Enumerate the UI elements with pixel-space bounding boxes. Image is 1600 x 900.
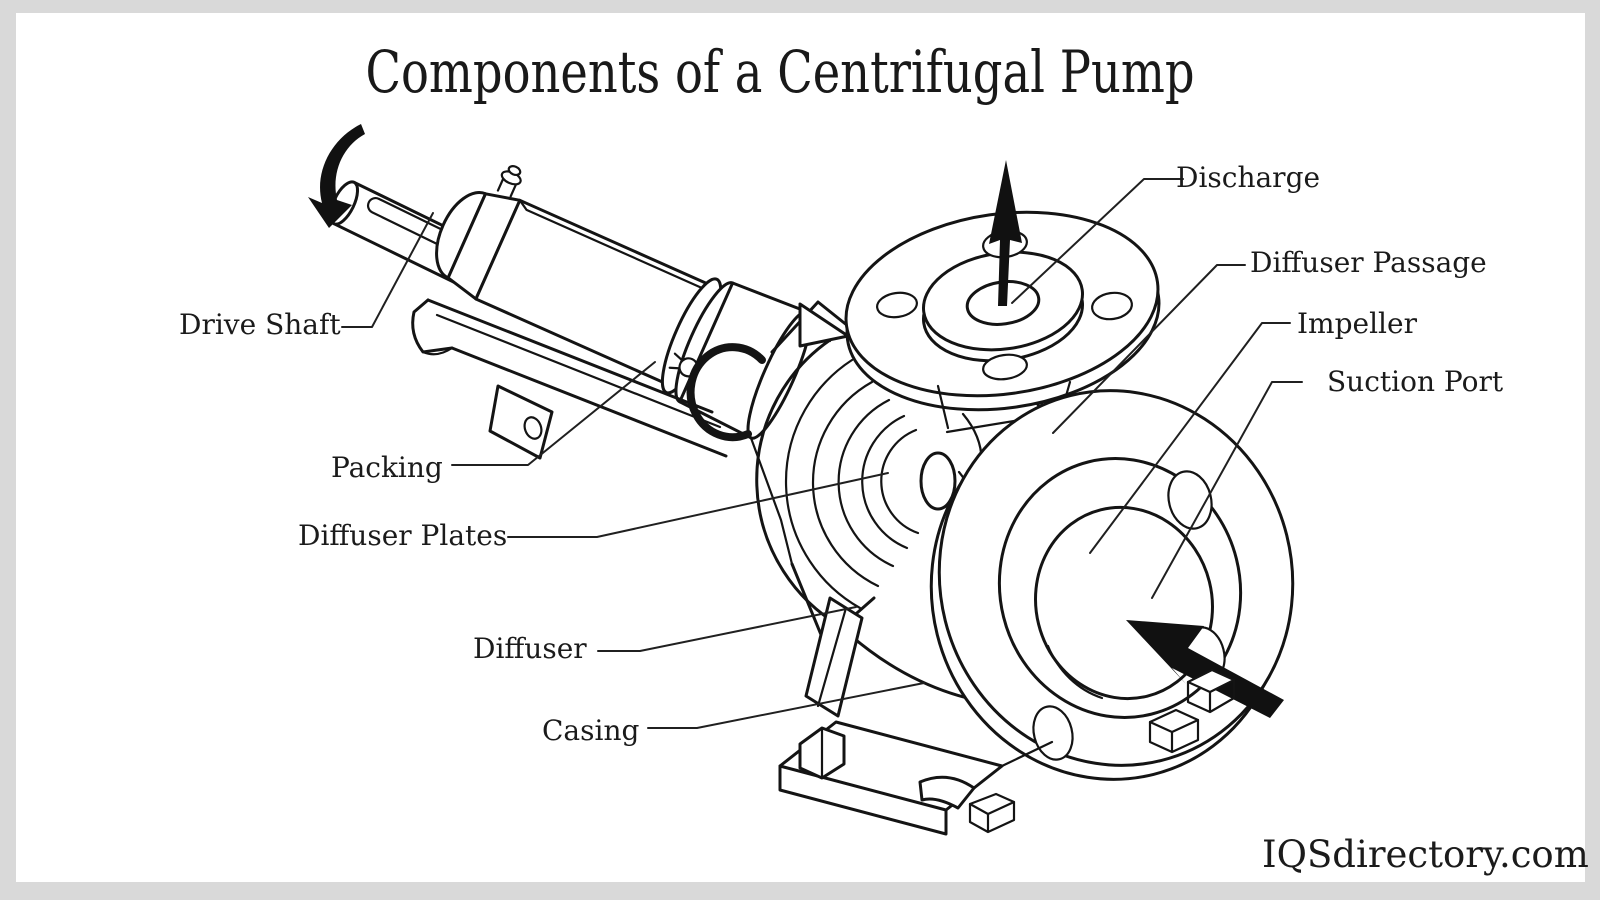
leader-packing (451, 361, 656, 466)
watermark: IQSdirectory.com (1262, 833, 1589, 876)
leader-diffuser-passage (1052, 264, 1246, 434)
discharge-arrow-icon (989, 160, 1022, 306)
rotation-arrow-icon (308, 124, 365, 228)
bracket-foot (488, 384, 554, 460)
support-bracket (411, 298, 728, 460)
label-diffuser-passage: Diffuser Passage (1250, 246, 1487, 279)
leader-drive-shaft (341, 212, 434, 328)
pump-feet (778, 596, 1236, 836)
cut-wedge (798, 302, 850, 348)
leader-suction-port (1151, 381, 1303, 599)
leader-diffuser (597, 606, 857, 652)
label-diffuser: Diffuser (473, 632, 587, 665)
grease-fitting-icon (496, 165, 522, 198)
label-packing: Packing (331, 451, 443, 484)
leader-diffuser-plates (507, 472, 889, 538)
leader-casing (647, 682, 925, 729)
label-casing: Casing (542, 714, 640, 747)
label-discharge: Discharge (1176, 161, 1321, 194)
leader-impeller (1089, 322, 1291, 554)
packing-part (686, 343, 766, 442)
shaft-hub (919, 451, 957, 511)
page-title: Components of a Centrifugal Pump (365, 38, 1195, 106)
label-suction-port: Suction Port (1327, 365, 1504, 398)
label-impeller: Impeller (1297, 307, 1417, 340)
label-diffuser-plates: Diffuser Plates (298, 519, 508, 552)
label-drive-shaft: Drive Shaft (179, 308, 341, 341)
suction-flange (929, 389, 1295, 781)
bearing-housing (435, 165, 812, 440)
suction-arrow-icon (1126, 620, 1284, 718)
diagram-canvas (16, 13, 1585, 882)
leader-lines (341, 178, 1303, 729)
leader-discharge (1011, 178, 1184, 304)
diffuser-plates-part (811, 380, 920, 588)
